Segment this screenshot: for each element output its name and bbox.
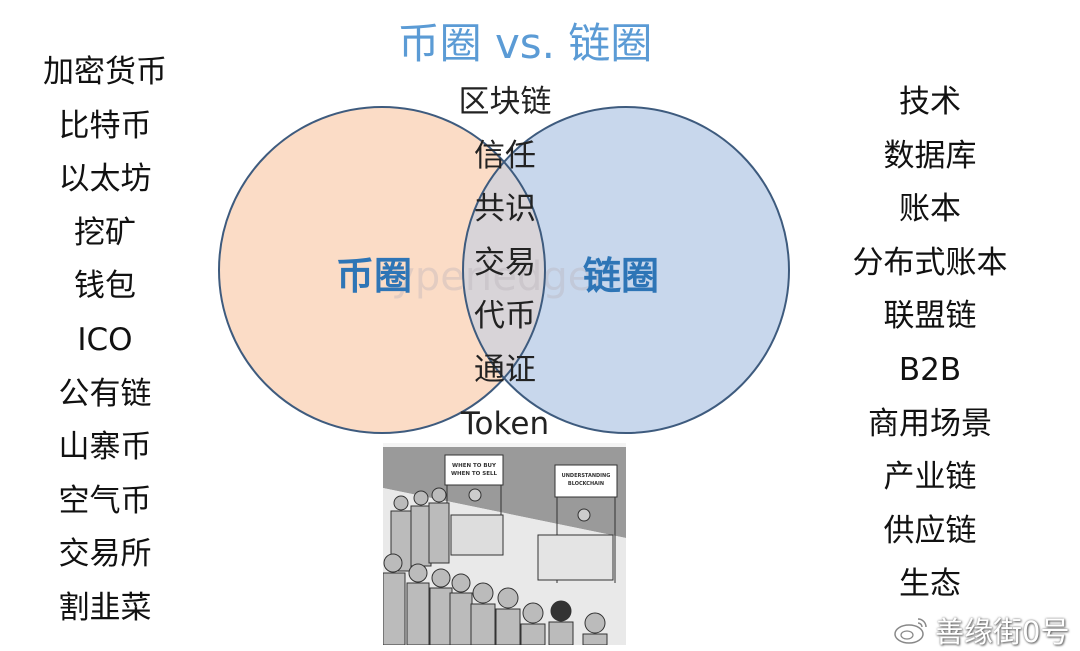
list-item: 公有链 <box>58 375 152 412</box>
list-item: 割韭菜 <box>58 589 152 626</box>
list-item: 挖矿 <box>74 214 136 251</box>
coin-circle-label: 币圈 <box>336 254 413 298</box>
word-cloud-watermark: yperledger <box>391 254 609 300</box>
chain-circle <box>463 107 789 433</box>
shared-terms: 区块链 信任 共识 交易 代币 通证 Token <box>420 76 590 451</box>
list-item: 技术 <box>899 84 961 120</box>
list-item: 分布式账本 <box>852 244 1008 281</box>
crowd <box>383 487 608 645</box>
sign-left-line1: WHEN TO BUY <box>452 463 497 469</box>
list-item: 账本 <box>899 191 961 228</box>
coin-circle <box>219 107 545 433</box>
weibo-icon <box>894 618 927 644</box>
list-item: 加密货币 <box>43 54 167 90</box>
list-item: 交易所 <box>58 536 152 573</box>
list-item: ICO <box>77 321 133 358</box>
booth-right: UNDERSTANDING BLOCKCHAIN <box>537 464 618 583</box>
watermark-text: 善缘街0号 <box>935 615 1070 649</box>
list-item: 供应链 <box>883 512 977 549</box>
list-item: 山寨币 <box>58 429 152 466</box>
list-item: B2B <box>898 351 962 388</box>
sign-right-line1: UNDERSTANDING <box>562 473 611 479</box>
list-item: 代币 <box>474 298 536 335</box>
list-item: 区块链 <box>458 84 552 120</box>
sign-left-line2: WHEN TO SELL <box>451 471 498 477</box>
chain-circle-terms: 技术 数据库 账本 分布式账本 联盟链 B2B 商用场景 产业链 供应链 生态 <box>830 76 1030 612</box>
list-item: 比特币 <box>58 107 152 144</box>
list-item: 产业链 <box>883 459 977 496</box>
chain-circle-label: 链圈 <box>583 254 660 298</box>
list-item: 以太坊 <box>58 161 152 198</box>
list-item: 通证 <box>474 351 536 388</box>
list-item: 空气币 <box>58 482 152 519</box>
coin-circle-terms: 加密货币 比特币 以太坊 挖矿 钱包 ICO 公有链 山寨币 空气币 交易所 割… <box>20 46 190 636</box>
slide-title: 币圈 vs. 链圈 <box>397 19 653 68</box>
list-item: 商用场景 <box>868 405 992 442</box>
cartoon-image: WHEN TO BUY WHEN TO SELL UNDERSTANDING B… <box>383 443 626 645</box>
list-item: 钱包 <box>74 268 136 305</box>
list-item: 交易 <box>474 244 536 281</box>
list-item: 数据库 <box>883 137 977 174</box>
list-item: Token <box>460 405 550 442</box>
list-item: 信任 <box>474 137 536 174</box>
sign-right-line2: BLOCKCHAIN <box>568 481 604 487</box>
list-item: 联盟链 <box>883 298 977 335</box>
list-item: 共识 <box>474 191 536 228</box>
list-item: 生态 <box>899 566 961 603</box>
weibo-watermark: 善缘街0号 <box>893 609 1069 651</box>
